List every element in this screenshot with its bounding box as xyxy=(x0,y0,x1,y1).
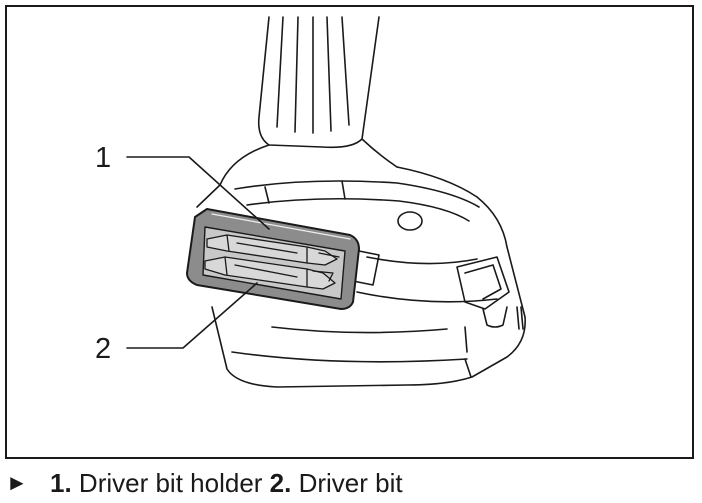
pointer-arrow-icon: ► xyxy=(6,470,28,495)
callout-leader-lines xyxy=(126,156,270,349)
callout-1-number: 1 xyxy=(95,142,111,174)
drill-handle xyxy=(257,16,398,168)
figure-caption: ► 1. Driver bit holder 2. Driver bit xyxy=(6,466,403,500)
drill-body xyxy=(196,144,526,388)
driver-bits xyxy=(204,234,340,290)
figure-frame: 1 2 xyxy=(5,5,694,459)
caption-item-1-number: 1. xyxy=(50,467,72,498)
caption-item-2-number: 2. xyxy=(269,467,292,498)
drill-illustration: 1 2 xyxy=(95,16,526,388)
callout-2-number: 2 xyxy=(95,333,111,365)
caption-item-2-label: Driver bit xyxy=(298,467,403,498)
caption-item-1-label: Driver bit holder xyxy=(78,467,263,498)
